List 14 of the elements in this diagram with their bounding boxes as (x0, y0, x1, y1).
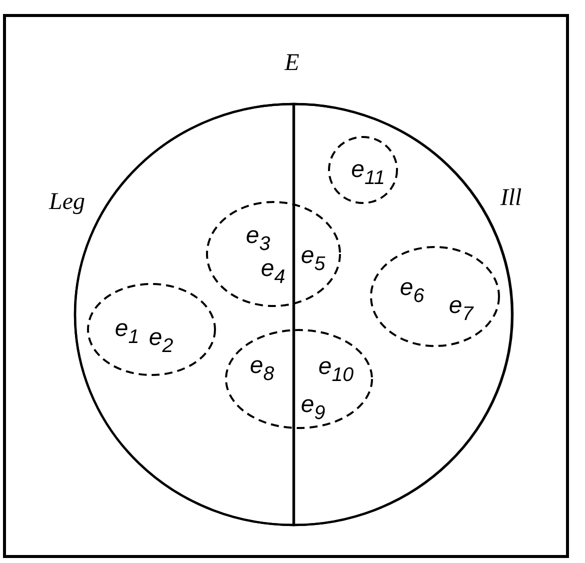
element-label: e$_{10}$ (318, 355, 354, 379)
element-label: e$_{11}$ (351, 158, 385, 182)
element-label: e$_{9}$ (300, 393, 326, 417)
set-label: Ill (500, 186, 522, 210)
element-label: e$_{1}$ (114, 317, 140, 341)
element-label: e$_{3}$ (246, 224, 270, 248)
set-label: E (284, 51, 300, 75)
element-label: e$_{8}$ (250, 354, 274, 378)
set-label: Leg (49, 190, 85, 214)
element-label: e$_{4}$ (260, 257, 286, 281)
element-label: e$_{7}$ (448, 294, 474, 318)
element-label: e$_{2}$ (148, 326, 174, 350)
element-label: e$_{6}$ (400, 276, 424, 300)
element-label: e$_{5}$ (300, 244, 326, 268)
